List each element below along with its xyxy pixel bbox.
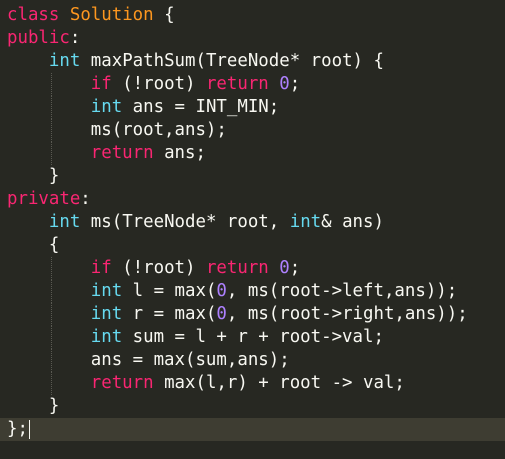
- code-token: [59, 5, 69, 25]
- code-token: };: [7, 419, 28, 439]
- code-token: int: [90, 97, 123, 117]
- code-token: & ans): [321, 212, 384, 232]
- code-line[interactable]: return ans;: [7, 142, 505, 165]
- code-line[interactable]: int ans = INT_MIN;: [7, 96, 505, 119]
- code-line[interactable]: int l = max(0, ms(root->left,ans));: [7, 280, 505, 303]
- indent-guide: [51, 303, 52, 326]
- code-line[interactable]: {: [7, 234, 505, 257]
- code-token: l = max(: [122, 281, 217, 301]
- code-token: if: [90, 258, 112, 278]
- code-token: int: [90, 327, 123, 347]
- code-token: ms(TreeNode* root,: [80, 212, 290, 232]
- indent-guide: [51, 73, 52, 96]
- indent: [7, 373, 91, 393]
- indent: [7, 212, 49, 232]
- code-token: ;: [289, 258, 301, 278]
- code-token: ans;: [153, 143, 206, 163]
- code-token: {: [153, 5, 175, 25]
- indent-guide: [51, 257, 52, 280]
- code-token: }: [48, 396, 60, 416]
- code-token: , ms(root->right,ans));: [226, 304, 468, 324]
- code-token: return: [205, 258, 269, 278]
- indent: [7, 327, 91, 347]
- code-line[interactable]: if (!root) return 0;: [7, 257, 505, 280]
- code-token: ms(root,ans);: [90, 120, 227, 140]
- code-token: maxPathSum(TreeNode* root) {: [80, 51, 384, 71]
- code-token: :: [80, 189, 91, 209]
- indent-guide: [51, 326, 52, 349]
- code-line[interactable]: int r = max(0, ms(root->right,ans));: [7, 303, 505, 326]
- code-line[interactable]: int maxPathSum(TreeNode* root) {: [7, 50, 505, 73]
- code-token: public: [7, 28, 70, 48]
- code-token: int: [48, 212, 81, 232]
- indent-guide: [51, 96, 52, 119]
- code-token: sum = l + r + root->val;: [122, 327, 384, 347]
- code-token: int: [289, 212, 322, 232]
- code-token: int: [90, 281, 123, 301]
- code-token: }: [48, 166, 60, 186]
- code-token: (!root): [111, 258, 206, 278]
- indent: [7, 396, 49, 416]
- code-token: 0: [216, 281, 227, 301]
- indent: [7, 166, 49, 186]
- code-token: ;: [289, 74, 301, 94]
- code-area[interactable]: class Solution {public: int maxPathSum(T…: [0, 4, 505, 441]
- code-token: , ms(root->left,ans));: [226, 281, 458, 301]
- code-line[interactable]: }: [7, 165, 505, 188]
- code-token: [269, 74, 279, 94]
- code-token: ans = INT_MIN;: [122, 97, 280, 117]
- code-token: ans = max(sum,ans);: [90, 350, 290, 370]
- indent: [7, 258, 91, 278]
- code-token: max(l,r) + root -> val;: [153, 373, 405, 393]
- indent-guide: [51, 119, 52, 142]
- code-token: 0: [216, 304, 227, 324]
- code-line[interactable]: private:: [7, 188, 505, 211]
- code-token: Solution: [69, 5, 154, 25]
- indent: [7, 51, 49, 71]
- code-token: (!root): [111, 74, 206, 94]
- code-token: r = max(: [122, 304, 217, 324]
- code-line[interactable]: ans = max(sum,ans);: [7, 349, 505, 372]
- code-token: private: [7, 189, 81, 209]
- indent: [7, 350, 91, 370]
- code-token: return: [205, 74, 269, 94]
- code-token: return: [90, 143, 154, 163]
- indent: [7, 304, 91, 324]
- code-token: {: [48, 235, 60, 255]
- code-token: if: [90, 74, 112, 94]
- code-line[interactable]: public:: [7, 27, 505, 50]
- code-token: int: [90, 304, 123, 324]
- indent-guide: [51, 349, 52, 372]
- code-line[interactable]: ms(root,ans);: [7, 119, 505, 142]
- indent: [7, 235, 49, 255]
- indent: [7, 281, 91, 301]
- code-token: return: [90, 373, 154, 393]
- indent-guide: [51, 280, 52, 303]
- code-line[interactable]: int ms(TreeNode* root, int& ans): [7, 211, 505, 234]
- indent-guide: [51, 142, 52, 165]
- code-line[interactable]: return max(l,r) + root -> val;: [7, 372, 505, 395]
- text-cursor: [28, 419, 30, 439]
- indent: [7, 74, 91, 94]
- code-line[interactable]: class Solution {: [7, 4, 505, 27]
- code-token: 0: [279, 258, 290, 278]
- indent-guide: [51, 372, 52, 395]
- indent: [7, 143, 91, 163]
- indent: [7, 97, 91, 117]
- code-line[interactable]: }: [7, 395, 505, 418]
- code-line[interactable]: int sum = l + r + root->val;: [7, 326, 505, 349]
- indent: [7, 120, 91, 140]
- code-token: int: [48, 51, 81, 71]
- code-line[interactable]: };: [0, 418, 505, 441]
- code-line[interactable]: if (!root) return 0;: [7, 73, 505, 96]
- code-token: :: [69, 28, 81, 48]
- code-token: 0: [279, 74, 290, 94]
- code-token: class: [7, 5, 60, 25]
- code-token: [269, 258, 279, 278]
